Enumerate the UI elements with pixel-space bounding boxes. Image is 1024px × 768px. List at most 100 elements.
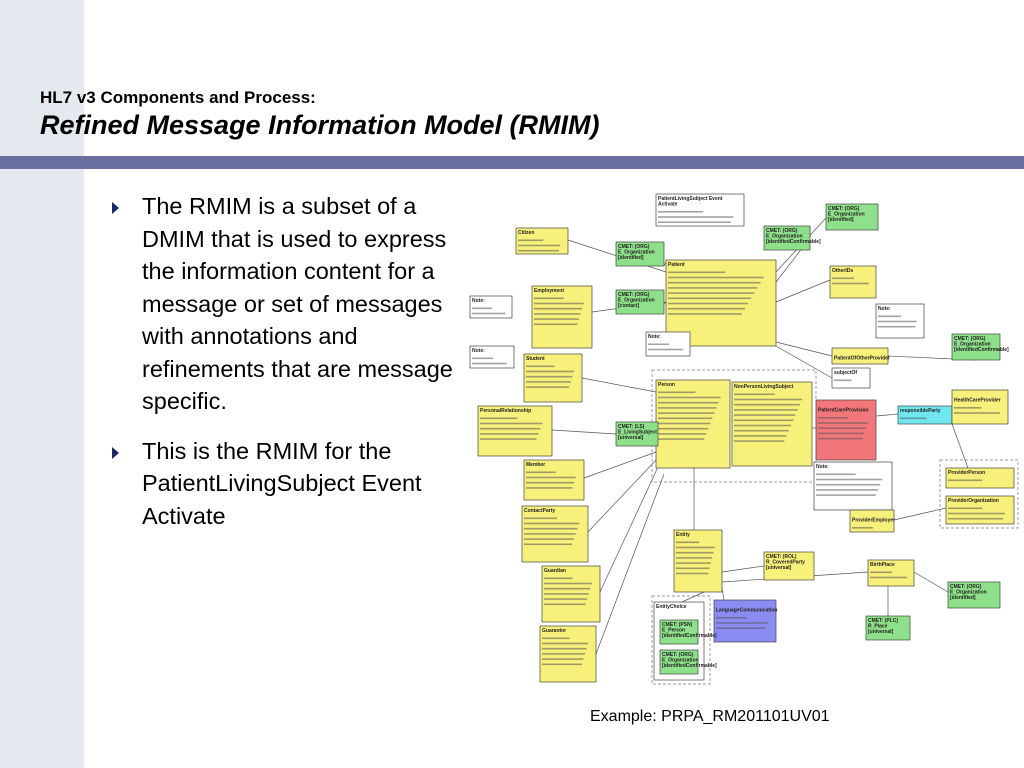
- diagram-box-attribute: [544, 577, 573, 580]
- diagram-box-fill: [815, 399, 877, 461]
- diagram-box-nonperson: NonPersonLivingSubject: [731, 381, 813, 467]
- diagram-box-title: [universal]: [766, 565, 792, 571]
- diagram-box-respparty: responsibleParty: [897, 405, 953, 425]
- diagram-box-attribute: [544, 582, 592, 585]
- connector-line: [551, 429, 617, 435]
- diagram-box-fill: [947, 581, 1001, 609]
- diagram-box-student: Student: [523, 353, 583, 403]
- connector-line: [913, 571, 949, 593]
- diagram-box-fill: [659, 619, 699, 645]
- diagram-caption: Example: PRPA_RM201101UV01: [590, 708, 830, 725]
- diagram-box-title: PatientCareProvision: [818, 408, 869, 414]
- diagram-box-attribute: [534, 313, 581, 315]
- bullet-text: The RMIM is a subset of a DMIM that is u…: [142, 193, 453, 414]
- diagram-box-cmet-person: CMET: (PSN)E_Person[identifiedConfirmabl…: [659, 619, 717, 645]
- connector-line: [583, 451, 657, 479]
- diagram-box-title: Student: [526, 356, 545, 362]
- bullet-list: The RMIM is a subset of a DMIM that is u…: [112, 190, 457, 549]
- diagram-box-langcomm: LanguageCommunication: [713, 599, 777, 643]
- diagram-box-title: Note:: [648, 334, 661, 340]
- diagram-box-attribute: [524, 538, 574, 540]
- diagram-box-title: PatientLivingSubject Event: [658, 196, 723, 202]
- diagram-box-attribute: [716, 622, 768, 624]
- diagram-box-attribute: [734, 419, 794, 422]
- diagram-box-attribute: [676, 541, 700, 544]
- diagram-box-attribute: [668, 281, 761, 284]
- diagram-box-title: Guardian: [544, 568, 566, 574]
- diagram-box-attribute: [716, 617, 747, 619]
- diagram-box-title: responsibleParty: [900, 408, 941, 414]
- diagram-box-attribute: [658, 407, 717, 409]
- diagram-box-title: CMET: (ORG): [954, 336, 986, 342]
- diagram-box-title: CMET: (ORG): [662, 652, 694, 658]
- diagram-box-title: E_Organization: [954, 342, 991, 348]
- diagram-box-title: ContactParty: [524, 508, 555, 514]
- diagram-box-title: ProviderOrganization: [948, 498, 999, 504]
- diagram-box-attribute: [878, 315, 902, 318]
- diagram-box-attribute: [472, 362, 507, 365]
- diagram-box-cmet-org4: CMET: (ORG)E_Organization[identified]: [825, 203, 879, 231]
- diagram-box-attribute: [524, 522, 580, 525]
- diagram-box-title: CMET: (ORG): [618, 292, 650, 298]
- diagram-box-attribute: [816, 478, 883, 481]
- diagram-box-title: CMET: (ROL): [766, 554, 797, 560]
- diagram-box-title: PatientOfOtherProvider: [834, 356, 890, 362]
- diagram-box-provemployer: ProviderEmployer: [849, 509, 895, 533]
- diagram-box-fill: [825, 203, 879, 231]
- diagram-box-attribute: [658, 211, 704, 213]
- diagram-box-provorg: ProviderOrganization: [945, 495, 1015, 525]
- diagram-box-fill: [523, 459, 585, 501]
- diagram-box-citizen: Citizen: [515, 227, 569, 255]
- diagram-box-otherids: OtherIDs: [829, 265, 877, 299]
- diagram-box-title: ProviderEmployer: [852, 518, 895, 524]
- diagram-box-title: Guarantor: [542, 628, 566, 634]
- diagram-box-title: E_Organization: [618, 250, 655, 256]
- diagram-box-attribute: [668, 307, 745, 310]
- diagram-box-fill: [831, 347, 889, 365]
- diagram-box-attribute: [668, 313, 742, 315]
- diagram-box-attribute: [544, 603, 586, 606]
- diagram-box-attribute: [658, 396, 721, 399]
- diagram-box-title: E_Organization: [950, 590, 987, 596]
- diagram-box-attribute: [658, 417, 713, 420]
- diagram-box-attribute: [658, 422, 711, 425]
- connector-line: [775, 345, 833, 379]
- connector-line: [775, 341, 833, 357]
- diagram-box-fill: [713, 599, 777, 643]
- diagram-box-attribute: [542, 642, 588, 645]
- diagram-box-title: Note:: [472, 348, 485, 354]
- diagram-box-attribute: [658, 221, 731, 223]
- diagram-box-patientofother: PatientOfOtherProvider: [831, 347, 890, 365]
- bullet-item: The RMIM is a subset of a DMIM that is u…: [112, 190, 457, 418]
- diagram-box-title: [identifiedConfirmable]: [954, 347, 1009, 353]
- diagram-box-attribute: [524, 533, 576, 535]
- bullet-arrow-icon: [112, 446, 119, 459]
- diagram-box-attribute: [676, 551, 714, 554]
- connector-line: [599, 466, 659, 593]
- diagram-box-title: Note:: [472, 298, 485, 304]
- diagram-box-attribute: [542, 663, 582, 666]
- diagram-box-attribute: [734, 424, 791, 427]
- diagram-box-attribute: [518, 244, 561, 247]
- diagram-box-title: Patient: [668, 262, 685, 268]
- diagram-box-note3: Note:: [469, 345, 515, 369]
- diagram-box-cmet-lsubj: CMET: (LS)E_LivingSubject[universal]: [615, 421, 659, 447]
- diagram-box-fill: [731, 381, 813, 467]
- diagram-box-attribute: [948, 479, 983, 482]
- connector-line: [587, 459, 657, 533]
- diagram-box-attribute: [734, 409, 798, 411]
- diagram-box-title: PersonalRelationship: [480, 408, 531, 414]
- diagram-box-fill: [477, 405, 553, 457]
- title-divider: [0, 156, 1024, 169]
- diagram-box-attribute: [668, 302, 749, 305]
- diagram-box-attribute: [734, 440, 785, 442]
- diagram-box-fill: [523, 353, 583, 403]
- diagram-box-attribute: [534, 307, 583, 310]
- diagram-box-title: [contact]: [618, 303, 639, 309]
- diagram-box-attribute: [534, 297, 564, 300]
- diagram-box-title: R_Place: [868, 624, 888, 630]
- diagram-box-title: E_Person: [662, 628, 685, 634]
- diagram-box-title: Employment: [534, 288, 564, 294]
- diagram-box-title: Citizen: [518, 230, 534, 236]
